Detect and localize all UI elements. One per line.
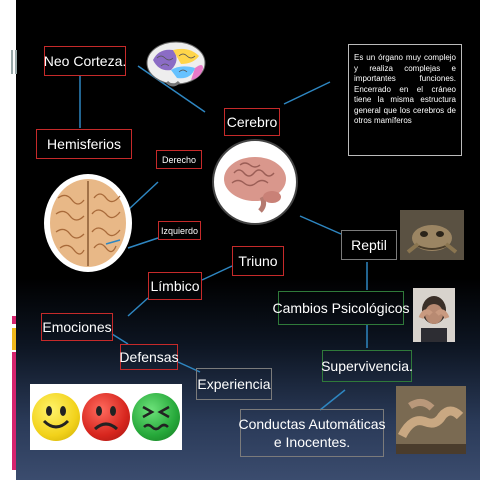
node-supervivencia-label: Supervivencia. <box>321 358 413 374</box>
emotion-faces-panel <box>30 384 182 450</box>
node-neo-corteza: Neo Corteza. <box>44 46 126 76</box>
node-emociones-label: Emociones <box>42 319 112 335</box>
brain-lobes-icon <box>145 38 207 90</box>
node-experiencia-label: Experiencia <box>197 376 271 392</box>
node-supervivencia: Supervivencia. <box>321 350 413 382</box>
node-defensas-label: Defensas <box>119 349 179 365</box>
node-conductas-line2: e Inocentes. <box>273 434 351 450</box>
stripe-yellow <box>12 328 16 350</box>
node-izquierdo-label: Izquierdo <box>160 225 199 236</box>
description-box: Es un órgano muy complejo y realiza comp… <box>348 44 462 156</box>
node-hemisferios-label: Hemisferios <box>47 136 121 152</box>
node-limbico-label: Límbico <box>150 278 200 294</box>
node-reptil: Reptil <box>341 230 397 260</box>
node-experiencia: Experiencia <box>196 368 272 400</box>
node-defensas: Defensas <box>119 344 179 370</box>
description-text: Es un órgano muy complejo y realiza comp… <box>354 53 456 125</box>
node-reptil-label: Reptil <box>351 237 387 253</box>
sick-face-icon <box>132 393 180 441</box>
line-cerebro-reptil <box>299 215 342 235</box>
node-conductas: Conductas Automáticas e Inocentes. <box>238 409 386 457</box>
node-derecho-label: Derecho <box>161 154 197 165</box>
node-cerebro: Cerebro <box>224 108 280 136</box>
node-cambios-psicologicos-label: Cambios Psicológicos <box>272 300 410 316</box>
stressed-person-icon <box>413 288 455 342</box>
node-conductas-line1: Conductas Automáticas <box>238 416 386 432</box>
node-izquierdo: Izquierdo <box>158 221 201 240</box>
line-supervivencia-conductas <box>319 389 346 411</box>
node-triuno: Triuno <box>232 246 284 276</box>
node-derecho: Derecho <box>156 150 202 169</box>
happy-face-icon <box>32 393 80 441</box>
stripe-magenta-2 <box>12 352 16 470</box>
line-izquierdo <box>127 237 159 249</box>
lizard-icon <box>400 210 464 260</box>
stripe-magenta-1 <box>12 316 16 324</box>
sad-face-icon <box>82 393 130 441</box>
node-triuno-label: Triuno <box>238 253 278 269</box>
line-neocorteza-cerebro <box>137 65 206 113</box>
node-hemisferios: Hemisferios <box>36 129 132 159</box>
hemispheres-brain-icon <box>44 174 132 272</box>
slide-marker <box>11 50 17 74</box>
node-emociones: Emociones <box>41 313 113 341</box>
line-limbico-emociones <box>127 297 149 317</box>
node-neo-corteza-label: Neo Corteza. <box>43 53 127 69</box>
node-cambios-psicologicos: Cambios Psicológicos <box>273 291 409 325</box>
line-emociones-defensas <box>111 333 129 345</box>
node-cerebro-label: Cerebro <box>226 114 278 130</box>
hands-icon <box>396 386 466 454</box>
line-cerebro-desc <box>283 81 331 105</box>
line-triuno-limbico <box>201 265 233 281</box>
node-limbico: Límbico <box>148 272 202 300</box>
brain-icon <box>212 139 298 225</box>
line-derecho <box>127 181 159 211</box>
